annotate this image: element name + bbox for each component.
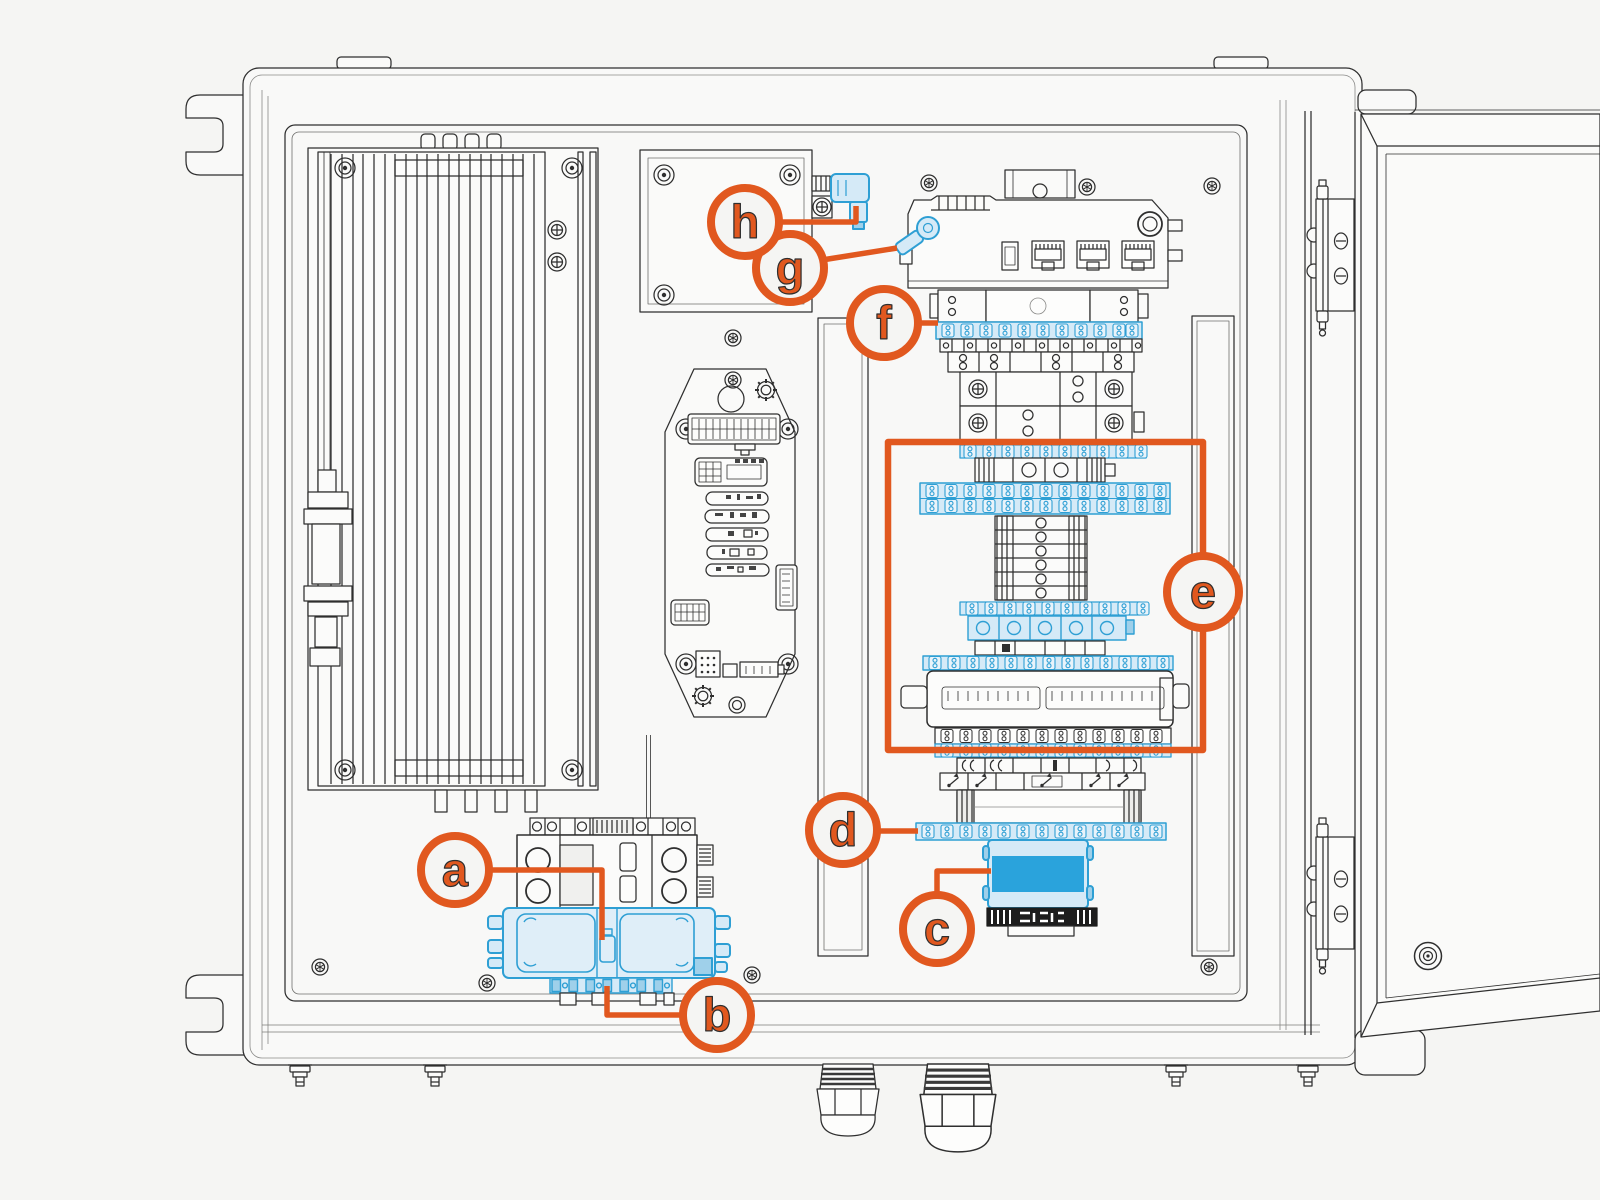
callout-c: c: [899, 868, 991, 967]
heatsink-fins: [317, 151, 546, 787]
bottom-connectors: [695, 650, 785, 678]
marker-strip-f: [935, 321, 1143, 340]
din-device: [956, 789, 1142, 824]
arc-row: [956, 757, 1142, 774]
enclosure-door: [1279, 89, 1600, 1076]
connector-plate: [664, 368, 799, 718]
callout-d: d: [805, 792, 918, 868]
callout-a-letter: a: [442, 843, 469, 896]
multipin-connector: [687, 413, 781, 456]
breaker-top-row: [529, 817, 696, 836]
terminal-row: [974, 457, 1116, 483]
callout-h-circle: [707, 184, 783, 260]
wire: [646, 735, 651, 818]
callout-f-circle: [846, 285, 922, 361]
cable-gland-small: [815, 1062, 881, 1138]
breaker-bottom-teeth: [549, 977, 673, 994]
breaker-row-1: [959, 371, 1133, 407]
ethernet-port-2: [1076, 240, 1110, 271]
io-relay-module: [900, 670, 1190, 728]
aux-connector: [694, 457, 768, 487]
bottom-foot-screw: [1295, 1064, 1321, 1087]
plate-screw: [728, 696, 746, 714]
callout-f: f: [846, 285, 938, 361]
terminal-stack-e: [900, 444, 1190, 758]
bottom-foot-screw: [1163, 1064, 1189, 1087]
marker-strip: [959, 601, 1149, 616]
heatsink-plate: [307, 147, 599, 791]
white-row: [974, 640, 1106, 656]
callout-g-letter: g: [776, 241, 805, 294]
callout-e-letter: e: [1190, 565, 1216, 618]
marker-strip-wide: [919, 482, 1171, 515]
plate-hole: [717, 385, 745, 413]
wall-mount-bracket-bottom: [185, 974, 246, 1056]
callout-g-circle: [752, 230, 828, 306]
io-slots: [704, 491, 770, 577]
router-gateway: [894, 169, 1183, 289]
callout-h-letter: h: [731, 195, 760, 248]
marker-strip-wide: [922, 655, 1174, 671]
door-lock-screw: [1413, 941, 1443, 971]
usb-port: [1001, 241, 1019, 271]
top-mount-tab-left: [336, 56, 392, 70]
disconnect-row: [939, 772, 1146, 791]
terminal-teeth-row: [939, 338, 1143, 353]
cable-gland-large: [918, 1062, 998, 1154]
fuse-terminal-group: [939, 757, 1146, 824]
bottom-foot-screw: [422, 1064, 448, 1087]
marker-strip-d: [915, 822, 1167, 841]
callout-a: a: [417, 832, 605, 940]
bottom-foot-screw: [287, 1064, 313, 1087]
callout-b-letter: b: [703, 988, 732, 1041]
vertical-connector: [775, 564, 798, 611]
din-rail-base: [986, 907, 1098, 937]
wall-mount-bracket-top: [185, 94, 246, 176]
callout-c-letter: c: [924, 902, 950, 955]
callout-b-circle: [679, 977, 755, 1053]
ethernet-port-1: [1031, 240, 1065, 271]
breaker-row-2: [959, 405, 1145, 441]
terminal-block-stack: [994, 515, 1088, 601]
callout-d-letter: d: [829, 803, 858, 856]
callout-f-letter: f: [876, 296, 892, 349]
callout-e-circle: [1163, 552, 1243, 632]
side-module: [670, 599, 710, 626]
blue-power-module-c: [982, 839, 1098, 937]
callout-b: b: [604, 977, 755, 1053]
callout-a-circle: [417, 832, 493, 908]
bulkhead-fitting: [303, 152, 353, 667]
top-mount-tab-right: [1213, 56, 1269, 70]
callout-c-circle: [899, 891, 975, 967]
wire-duct-right: [1191, 315, 1235, 957]
breaker-terminal-cover: [487, 907, 731, 979]
white-8-row: [934, 727, 1172, 745]
callout-h: h: [707, 184, 859, 260]
marker-strip: [959, 444, 1147, 459]
round-connector: [1137, 211, 1163, 237]
callout-d-circle: [805, 792, 881, 868]
ethernet-port-3: [1121, 240, 1155, 271]
antenna-connector-g: [894, 216, 940, 256]
heatsink-power-supply: [303, 133, 599, 813]
terminal-8-row: [947, 351, 1135, 373]
callout-g: g: [752, 230, 898, 306]
callout-e: e: [884, 438, 1243, 754]
circuit-breaker-assembly: [487, 817, 731, 1006]
blue-terminal-row: [967, 615, 1135, 641]
terminal-group-f: [929, 289, 1149, 441]
door-panel: [1354, 109, 1600, 1038]
